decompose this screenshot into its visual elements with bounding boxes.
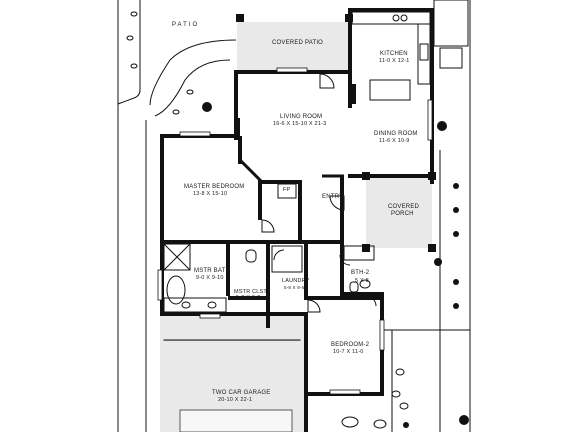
label-mstr-clst: MSTR CLST: [234, 289, 267, 295]
patio-outline: [117, 0, 141, 105]
label-fireplace: FP: [283, 187, 291, 193]
label-dining-room: DINING ROOM: [374, 131, 418, 137]
diagonal-wall: [238, 136, 264, 184]
label-garage: TWO CAR GARAGE: [212, 390, 271, 396]
hvac-pad: [439, 47, 463, 69]
label-dining-room-dims: 11-6 X 10-9: [379, 138, 410, 144]
label-kitchen: KITCHEN: [380, 51, 408, 57]
label-entry: ENTRY: [322, 194, 344, 200]
windows: [157, 67, 433, 395]
fence-top: [433, 0, 469, 47]
label-garage-dims: 20-10 X 22-1: [218, 397, 253, 403]
label-laundry: LAUNDRY: [282, 278, 310, 284]
label-mstr-clst-dims: 5-8 X 9-2: [236, 295, 261, 301]
covered-patio-area: [237, 22, 350, 70]
label-kitchen-dims: 11-0 X 12-1: [379, 58, 410, 64]
label-laundry-dims: 5-8 X 8-6: [284, 285, 305, 290]
label-covered-porch: COVERED: [388, 204, 420, 210]
label-mstr-bath: MSTR BATH: [194, 268, 231, 274]
label-master-bedroom-dims: 13-8 X 15-10: [193, 191, 228, 197]
shrubs: [202, 102, 469, 428]
label-bedroom2: BEDROOM-2: [331, 342, 370, 348]
kitchen-counters: [351, 11, 431, 101]
label-living-room-dims: 16-6 X 15-10 X 21-3: [273, 121, 327, 127]
fireplace-box: [277, 183, 297, 199]
garage-inner-floor: [179, 409, 293, 432]
covered-porch-area: [366, 178, 432, 248]
label-covered-porch-2: PORCH: [391, 211, 414, 217]
walkway-curve: [154, 59, 231, 117]
bath-fixtures: [163, 243, 375, 313]
label-bath2: BTH-2: [351, 270, 370, 276]
label-living-room: LIVING ROOM: [280, 114, 323, 120]
door-swings: [261, 73, 377, 313]
walkway-curve-2: [149, 39, 237, 106]
label-master-bedroom: MASTER BEDROOM: [184, 184, 245, 190]
label-bedroom2-dims: 10-7 X 11-0: [333, 349, 364, 355]
label-bath2-dims: 5 X 8: [355, 278, 369, 284]
label-patio: PATIO: [172, 22, 200, 28]
stepping-stones: [126, 11, 409, 429]
posts: [234, 84, 436, 252]
label-covered-patio: COVERED PATIO: [272, 40, 324, 46]
label-mstr-bath-dims: 9-0 X 9-10: [196, 275, 224, 281]
